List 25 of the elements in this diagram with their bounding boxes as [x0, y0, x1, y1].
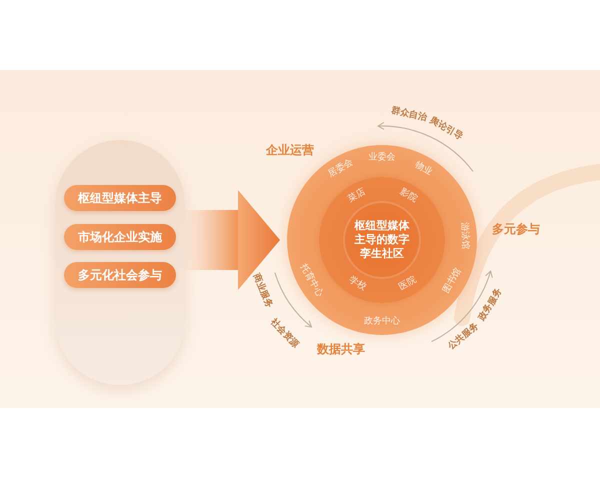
ring-label: 医院 — [396, 274, 418, 294]
ring-label: 托育中心 — [297, 262, 325, 300]
ring-label: 影院 — [396, 186, 418, 206]
arc-caption: 群众自治 — [390, 106, 428, 124]
ring-label: 物业 — [412, 160, 434, 178]
section-label: 企业运营 — [266, 143, 314, 157]
center-title: 枢纽型媒体主导的数字孪生社区 — [353, 219, 410, 261]
text-pill: 市场化企业实施 — [64, 224, 176, 250]
arc-caption: 商业服务 — [250, 272, 274, 310]
ring-label: 学校 — [346, 274, 368, 294]
text-pill: 枢纽型媒体主导 — [64, 185, 176, 211]
ring-label: 业委会 — [368, 152, 396, 164]
ring-label: 游泳馆 — [458, 222, 470, 250]
text-pill: 多元化社会参与 — [64, 262, 176, 288]
ring-label: 图书馆 — [441, 266, 465, 296]
arc-caption: 政务服务 — [476, 287, 505, 324]
arrow — [185, 190, 280, 290]
ring-label: 政务中心 — [364, 316, 400, 328]
section-label: 多元参与 — [492, 222, 540, 236]
arc-caption: 舆论引导 — [428, 115, 464, 143]
ring-label: 菜店 — [346, 186, 368, 206]
ring-label: 居委会 — [326, 157, 356, 180]
section-label: 数据共享 — [317, 342, 365, 356]
arc-caption: 社会资源 — [268, 318, 301, 352]
arc-caption: 公共服务 — [446, 322, 481, 354]
